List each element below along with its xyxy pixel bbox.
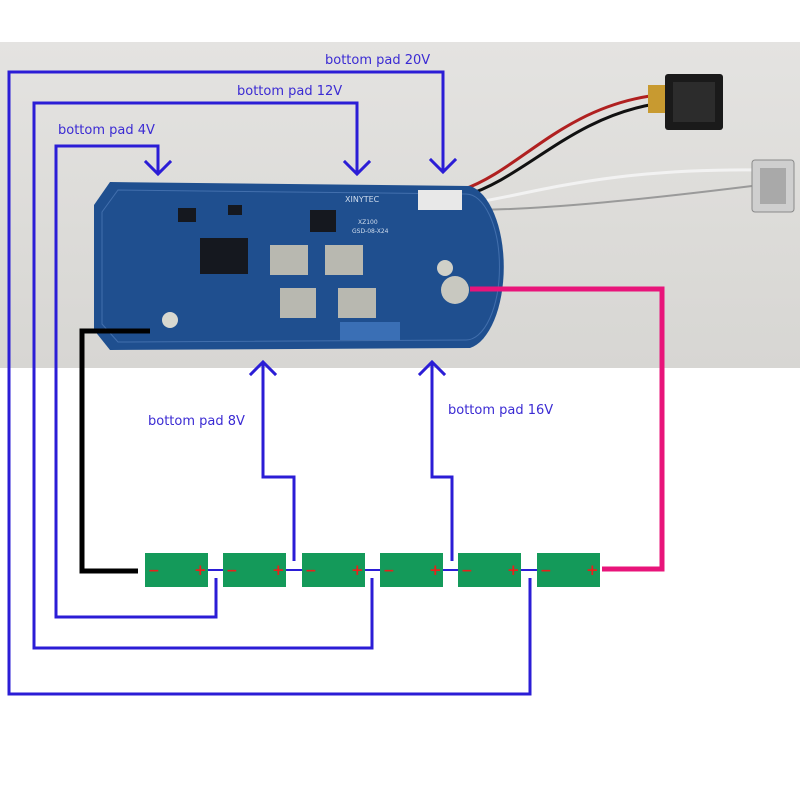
board-silk-brand: XINYTEC (345, 195, 380, 204)
board-silk-model: XZ100 (358, 219, 378, 226)
wire-8v (261, 362, 296, 561)
arrow-20v (428, 157, 458, 175)
cell-body (145, 553, 208, 587)
cell-plus-terminal: + (351, 561, 364, 579)
label-pad-16v: bottom pad 16V (448, 403, 554, 418)
arrow-16v (417, 359, 447, 377)
cell-body (537, 553, 600, 587)
wire-arrows (143, 157, 458, 377)
battery-cells: −+−+−+−+−+−+ (145, 553, 600, 587)
cell-body (302, 553, 365, 587)
battery-cell-3: −+ (302, 553, 365, 587)
wire-black-negative (79, 328, 150, 574)
cell-minus-terminal: − (540, 563, 552, 579)
wire-pink-positive (470, 286, 665, 572)
connector-cable (461, 94, 763, 211)
connector-plug-icon (648, 74, 723, 130)
wire-4v (54, 144, 218, 619)
cell-plus-terminal: + (586, 561, 599, 579)
cell-plus-terminal: + (429, 561, 442, 579)
wire-20v (7, 70, 532, 696)
cell-body (223, 553, 286, 587)
cell-body (458, 553, 521, 587)
blue-wires (7, 70, 532, 696)
cell-plus-terminal: + (272, 561, 285, 579)
arrow-12v (342, 159, 372, 177)
arrow-4v (143, 159, 173, 177)
arrow-8v (248, 359, 278, 377)
battery-cell-1: −+ (145, 553, 208, 587)
wire-12v (32, 101, 374, 650)
wire-16v (430, 362, 454, 561)
cell-minus-terminal: − (148, 563, 160, 579)
cell-plus-terminal: + (194, 561, 207, 579)
label-pad-4v: bottom pad 4V (58, 123, 155, 138)
cell-body (380, 553, 443, 587)
cell-minus-terminal: − (461, 563, 473, 579)
cell-minus-terminal: − (305, 563, 317, 579)
cell-minus-terminal: − (226, 563, 238, 579)
cell-plus-terminal: + (507, 561, 520, 579)
label-pad-12v: bottom pad 12V (237, 84, 343, 99)
battery-cell-5: −+ (458, 553, 521, 587)
battery-cell-4: −+ (380, 553, 443, 587)
label-pad-20v: bottom pad 20V (325, 53, 431, 68)
battery-cell-6: −+ (537, 553, 600, 587)
label-pad-8v: bottom pad 8V (148, 414, 245, 429)
battery-cell-2: −+ (223, 553, 286, 587)
cell-minus-terminal: − (383, 563, 395, 579)
switch-plug-icon (751, 159, 795, 213)
pcb-board: XINYTEC XZ100 GSD-08-X24 (94, 182, 504, 350)
board-silk-code: GSD-08-X24 (352, 228, 389, 235)
